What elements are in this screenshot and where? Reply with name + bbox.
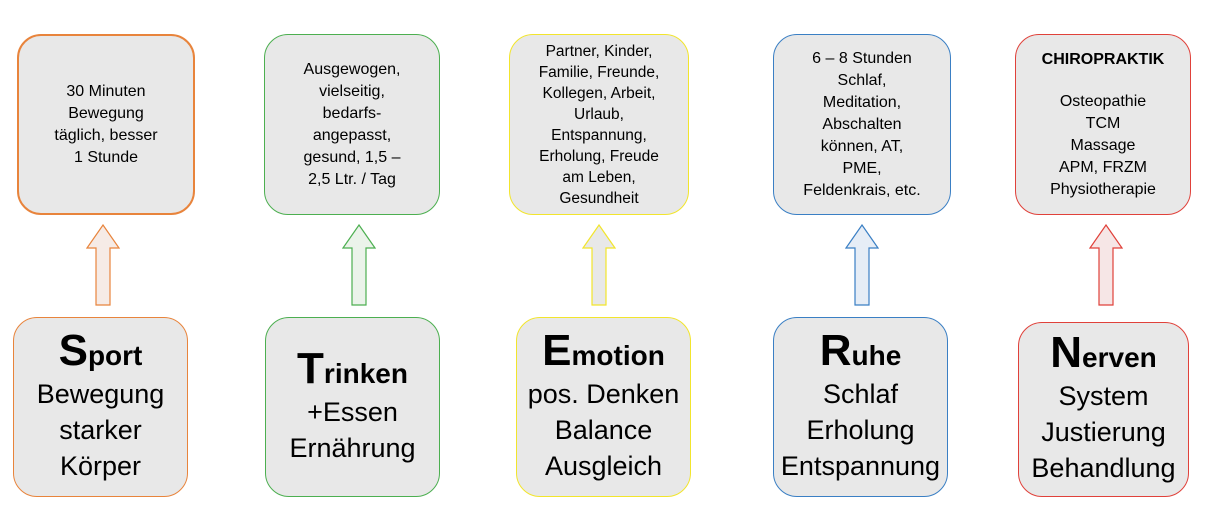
bottom-box-sport: Sport Bewegung starker Körper [13, 317, 188, 497]
pillar-initial: T [297, 343, 324, 393]
pillar-heading-ruhe: Ruhe [820, 328, 902, 376]
top-line: Gesundheit [559, 189, 639, 207]
pillar-line: Körper [59, 450, 142, 481]
top-line: Kollegen, Arbeit, [542, 84, 656, 102]
pillar-heading-nerven: Nerven [1050, 331, 1157, 378]
top-line: Erholung, Freude [539, 147, 659, 165]
top-line: angepasst, [312, 126, 392, 144]
pillar-rest: port [87, 339, 143, 371]
top-box-ruhe: 6 – 8 Stunden Schlaf, Meditation, Abscha… [773, 34, 951, 215]
pillar-rest: motion [571, 339, 665, 371]
up-arrow-icon [845, 224, 879, 306]
top-line: Abschalten [822, 115, 902, 133]
top-line: TCM [1085, 115, 1121, 132]
pillar-rest: rinken [323, 357, 408, 389]
pillar-heading-emotion: Emotion [542, 328, 665, 376]
top-line: Urlaub, [574, 105, 624, 123]
bottom-box-emotion: Emotion pos. Denken Balance Ausgleich [516, 317, 691, 497]
pillar-line: Balance [554, 414, 653, 445]
pillar-line: System [1058, 381, 1149, 411]
bottom-box-nerven: Nerven System Justierung Behandlung [1018, 322, 1189, 497]
top-line: Physiotherapie [1050, 181, 1156, 198]
top-line: können, AT, [820, 137, 904, 155]
pillar-line: Erholung [806, 414, 915, 445]
top-line: Partner, Kinder, [545, 42, 653, 60]
pillar-line: Bewegung [36, 378, 165, 409]
top-line: täglich, besser [54, 126, 158, 144]
pillar-rest: uhe [851, 339, 902, 371]
pillar-heading-sport: Sport [59, 328, 143, 376]
pillar-rest: erven [1082, 342, 1157, 373]
bottom-box-trinken: Trinken +Essen Ernährung [265, 317, 440, 497]
top-line: Massage [1070, 137, 1136, 154]
chiropraktik-title: CHIROPRAKTIK [1041, 51, 1165, 68]
top-line: am Leben, [562, 168, 636, 186]
pillar-initial: E [542, 325, 572, 375]
top-box-emotion: Partner, Kinder, Familie, Freunde, Kolle… [509, 34, 689, 215]
pillar-heading-trinken: Trinken [297, 346, 408, 394]
pillar-line: Justierung [1041, 417, 1166, 447]
top-line: Familie, Freunde, [538, 63, 660, 81]
up-arrow-icon [1089, 224, 1123, 306]
pillar-initial: N [1050, 328, 1083, 377]
top-line: gesund, 1,5 – [303, 148, 401, 166]
up-arrow-icon [342, 224, 376, 306]
top-line: 6 – 8 Stunden [812, 49, 912, 67]
top-line: bedarfs- [322, 104, 382, 122]
pillar-line: pos. Denken [527, 378, 680, 409]
pillar-line: Ernährung [289, 432, 416, 463]
top-line: PME, [842, 159, 882, 177]
pillar-line: Schlaf [822, 378, 899, 409]
pillar-line: +Essen [307, 396, 398, 427]
top-line: APM, FRZM [1059, 159, 1147, 176]
up-arrow-icon [582, 224, 616, 306]
top-line: Ausgewogen, [303, 60, 401, 78]
top-line: 2,5 Ltr. / Tag [308, 170, 396, 188]
top-box-sport: 30 Minuten Bewegung täglich, besser 1 St… [17, 34, 195, 215]
top-box-trinken: Ausgewogen, vielseitig, bedarfs- angepas… [264, 34, 440, 215]
pillar-initial: S [58, 325, 88, 375]
up-arrow-icon [86, 224, 120, 306]
bottom-box-ruhe: Ruhe Schlaf Erholung Entspannung [773, 317, 948, 497]
pillar-line: Entspannung [780, 450, 941, 481]
pillar-line: starker [59, 414, 142, 445]
top-line: Feldenkrais, etc. [803, 181, 921, 199]
top-line: vielseitig, [319, 82, 385, 100]
pillar-initial: R [819, 325, 852, 375]
top-line: 30 Minuten [66, 82, 146, 100]
top-line: Schlaf, [837, 71, 887, 89]
top-line: 1 Stunde [73, 148, 139, 166]
pillar-line: Ausgleich [544, 450, 663, 481]
top-box-nerven: CHIROPRAKTIK Osteopathie TCM Massage APM… [1015, 34, 1191, 215]
top-line: Osteopathie [1059, 93, 1147, 110]
pillar-line: Behandlung [1031, 453, 1176, 483]
top-line: Meditation, [822, 93, 902, 111]
top-line: Entspannung, [551, 126, 647, 144]
top-line: Bewegung [68, 104, 144, 122]
